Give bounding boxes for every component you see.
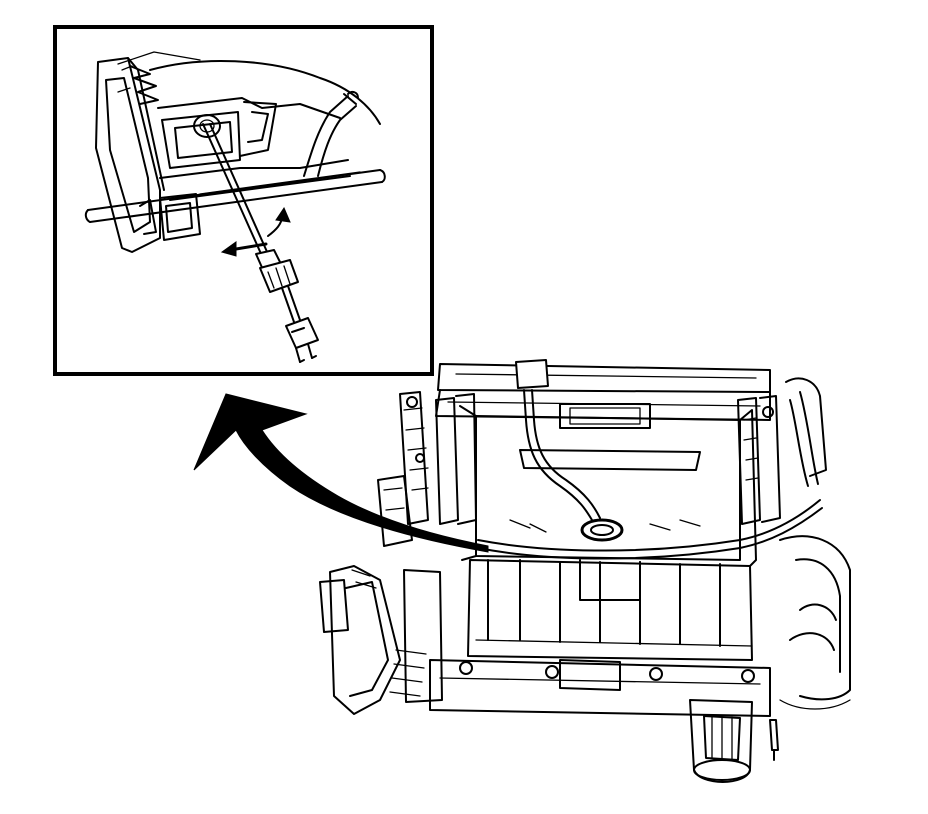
assembly-fan-housing — [779, 535, 851, 710]
inset-bracket — [139, 193, 201, 241]
electrical-connector — [285, 317, 319, 363]
inset-housing-frame — [95, 51, 201, 253]
assembly-left-bracket — [377, 391, 477, 547]
assembly-blower-motor — [689, 699, 779, 783]
inset-cable-connector — [255, 249, 301, 323]
assembly-lower-left-case — [319, 565, 443, 715]
inset-duct-body — [149, 59, 381, 179]
assembly-top-cover — [435, 363, 771, 421]
assembly-housing — [459, 403, 757, 661]
detail-inset — [53, 25, 434, 376]
inset-rail — [84, 169, 386, 223]
assembly-base — [429, 659, 771, 717]
assembly-right-bracket — [737, 377, 827, 525]
callout-arrow — [193, 393, 489, 553]
assembly-cable — [477, 359, 823, 560]
inset-cable — [202, 123, 269, 257]
assembly-internal-vanes — [475, 519, 753, 647]
rotate-and-pull-arrows — [220, 206, 291, 257]
hvac-module-assembly — [319, 359, 851, 783]
